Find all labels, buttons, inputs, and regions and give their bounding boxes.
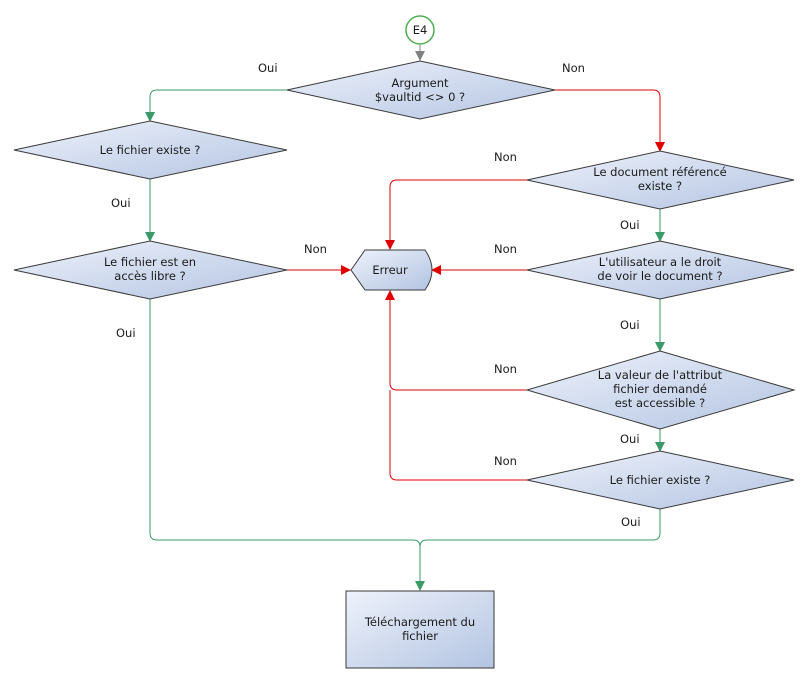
label-attr-oui: Oui xyxy=(620,432,640,446)
edge-libre-oui xyxy=(149,299,425,591)
decision-attribut-line3: est accessible ? xyxy=(615,396,706,410)
node-erreur: Erreur xyxy=(350,249,433,291)
edge-right-existe-oui xyxy=(419,509,661,548)
label-doc-non: Non xyxy=(494,150,517,164)
decision-doc-existe-line2: existe ? xyxy=(638,179,682,193)
edge-doc-non xyxy=(385,179,527,250)
label-left-existe-oui: Oui xyxy=(111,196,131,210)
node-erreur-label: Erreur xyxy=(372,263,408,277)
label-doc-oui: Oui xyxy=(620,218,640,232)
decision-fichier-existe-right-line1: Le fichier existe ? xyxy=(610,473,711,487)
decision-argument-line2: $vaultid <> 0 ? xyxy=(375,90,465,104)
decision-attribut-line2: fichier demandé xyxy=(613,382,707,396)
edge-argument-oui xyxy=(145,89,287,122)
decision-attribut-line1: La valeur de l'attribut xyxy=(598,368,723,382)
decision-argument: Argument $vaultid <> 0 ? xyxy=(286,60,556,120)
decision-doc-existe-line1: Le document référencé xyxy=(593,165,727,179)
start-node: E4 xyxy=(405,15,435,45)
decision-fichier-libre: Le fichier est en accès libre ? xyxy=(13,240,288,300)
label-droit-non: Non xyxy=(494,242,517,256)
edges xyxy=(145,45,665,591)
edge-labels: Oui Non Oui Non Oui Non Oui Non Oui Non … xyxy=(111,61,641,529)
decision-fichier-existe-right: Le fichier existe ? xyxy=(526,450,795,510)
label-right-existe-non: Non xyxy=(494,454,517,468)
edge-argument-non xyxy=(555,89,665,152)
label-right-existe-oui: Oui xyxy=(621,515,641,529)
label-libre-non: Non xyxy=(304,242,327,256)
decision-fichier-existe-left: Le fichier existe ? xyxy=(13,120,288,180)
decision-doc-existe: Le document référencé existe ? xyxy=(526,150,795,210)
process-telechargement-line2: fichier xyxy=(402,629,438,643)
label-attr-non: Non xyxy=(494,362,517,376)
edge-right-existe-non xyxy=(389,390,527,481)
decision-fichier-existe-left-line1: Le fichier existe ? xyxy=(100,143,201,157)
decision-argument-line1: Argument xyxy=(391,76,449,90)
label-arg-oui: Oui xyxy=(258,61,278,75)
label-droit-oui: Oui xyxy=(620,318,640,332)
start-label: E4 xyxy=(413,23,428,37)
label-libre-oui: Oui xyxy=(116,326,136,340)
process-telechargement: Téléchargement du fichier xyxy=(345,590,495,669)
decision-droit-line1: L'utilisateur a le droit xyxy=(599,255,722,269)
decision-droit: L'utilisateur a le droit de voir le docu… xyxy=(526,240,795,300)
decision-attribut: La valeur de l'attribut fichier demandé … xyxy=(525,350,796,430)
decision-fichier-libre-line2: accès libre ? xyxy=(114,269,185,283)
edge-attr-non xyxy=(385,290,527,391)
label-arg-non: Non xyxy=(562,61,585,75)
process-telechargement-line1: Téléchargement du xyxy=(364,615,475,629)
decision-droit-line2: de voir le document ? xyxy=(597,269,722,283)
decision-fichier-libre-line1: Le fichier est en xyxy=(104,255,196,269)
